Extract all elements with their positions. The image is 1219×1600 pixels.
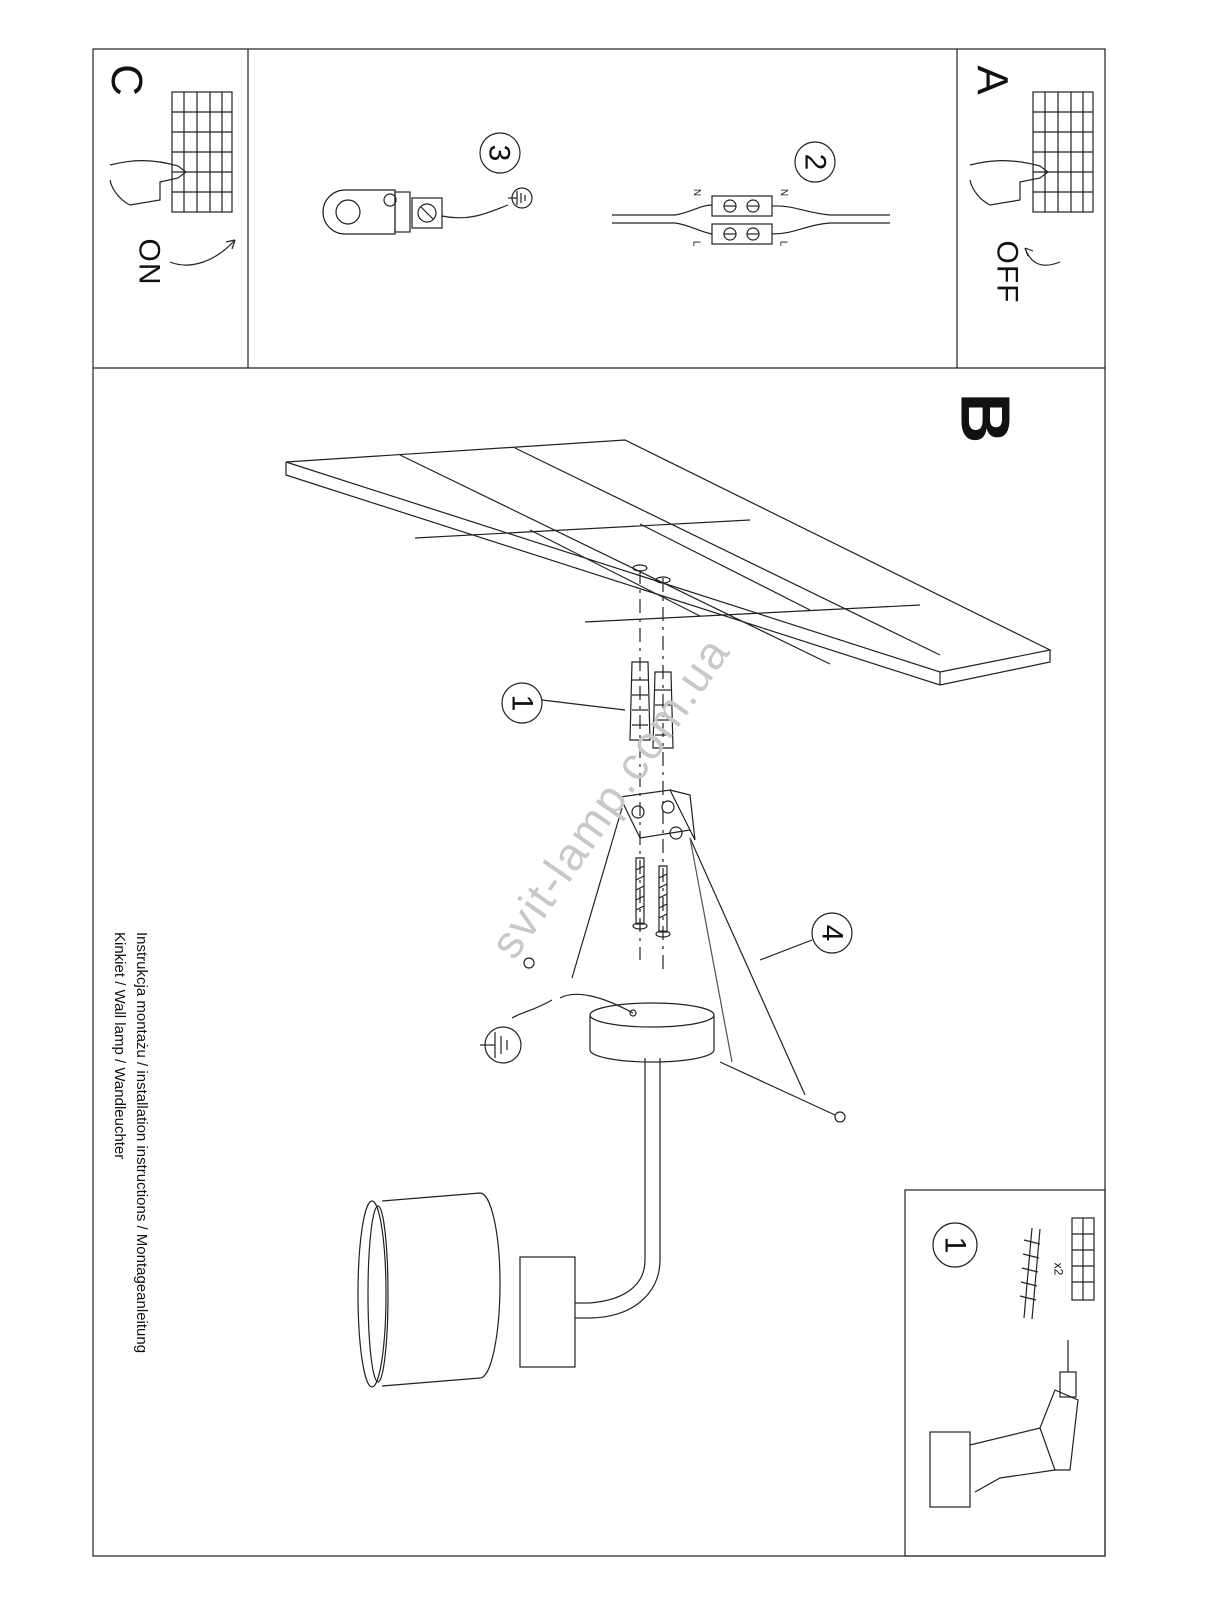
ceiling-panels-illustration [285, 439, 1052, 686]
connector-n-left: N [691, 188, 703, 197]
projection-lines [571, 807, 806, 1096]
panel-b-letter: B [946, 392, 1025, 444]
connector-block-illustration [612, 195, 890, 245]
dowels-illustration [629, 564, 674, 749]
lamp-shade-illustration [357, 1192, 576, 1388]
kit-dowel-icon [1071, 1217, 1095, 1301]
step-3-circle [479, 132, 521, 174]
step-4-circle [811, 912, 853, 954]
kit-screw-icon [1019, 1227, 1041, 1320]
earth-symbol-icon [508, 187, 533, 209]
caption-line-1: Instrukcja montażu / installation instru… [133, 932, 150, 1354]
kit-step-circle [932, 1222, 978, 1268]
connector-l-left: L [690, 240, 702, 247]
kit-quantity: x2 [1051, 1262, 1066, 1276]
caption-line-2: Kinkiet / Wall lamp / Wandleuchter [111, 932, 128, 1160]
mounting-bracket-illustration [619, 789, 696, 841]
panel-a-state: OFF [990, 240, 1024, 304]
step-1-number: 1 [505, 694, 539, 712]
step-2-circle [794, 141, 836, 183]
canopy-illustration [511, 993, 715, 1063]
step-3-number: 3 [482, 144, 516, 162]
step-4-leader [759, 939, 813, 961]
mounting-axis [639, 570, 664, 970]
lamp-arm-illustration [575, 1058, 661, 1319]
step-4-number: 4 [815, 924, 849, 942]
kit-step-number: 1 [938, 1236, 972, 1254]
connector-l-right: L [777, 240, 789, 247]
panel-c-state: ON [132, 238, 166, 286]
step-1-leader [541, 699, 626, 711]
fuse-box-on-illustration [109, 91, 236, 266]
fuse-box-off-illustration [969, 91, 1094, 266]
caption-block: Instrukcja montażu / installation instru… [108, 932, 152, 1432]
step-1-circle [501, 682, 543, 724]
panel-a-letter: A [967, 65, 1017, 95]
outer-frame [92, 48, 1106, 1557]
tools-panel [904, 1189, 1106, 1557]
earth-terminal-illustration [322, 189, 509, 235]
canopy-screw-icon [523, 957, 846, 1123]
step-2-number: 2 [798, 153, 832, 171]
earth-symbol-icon-2 [480, 1026, 522, 1064]
connector-n-right: N [778, 188, 790, 197]
screws-illustration [632, 857, 671, 938]
drill-icon [929, 1340, 1079, 1508]
panel-c-letter: C [101, 64, 151, 96]
